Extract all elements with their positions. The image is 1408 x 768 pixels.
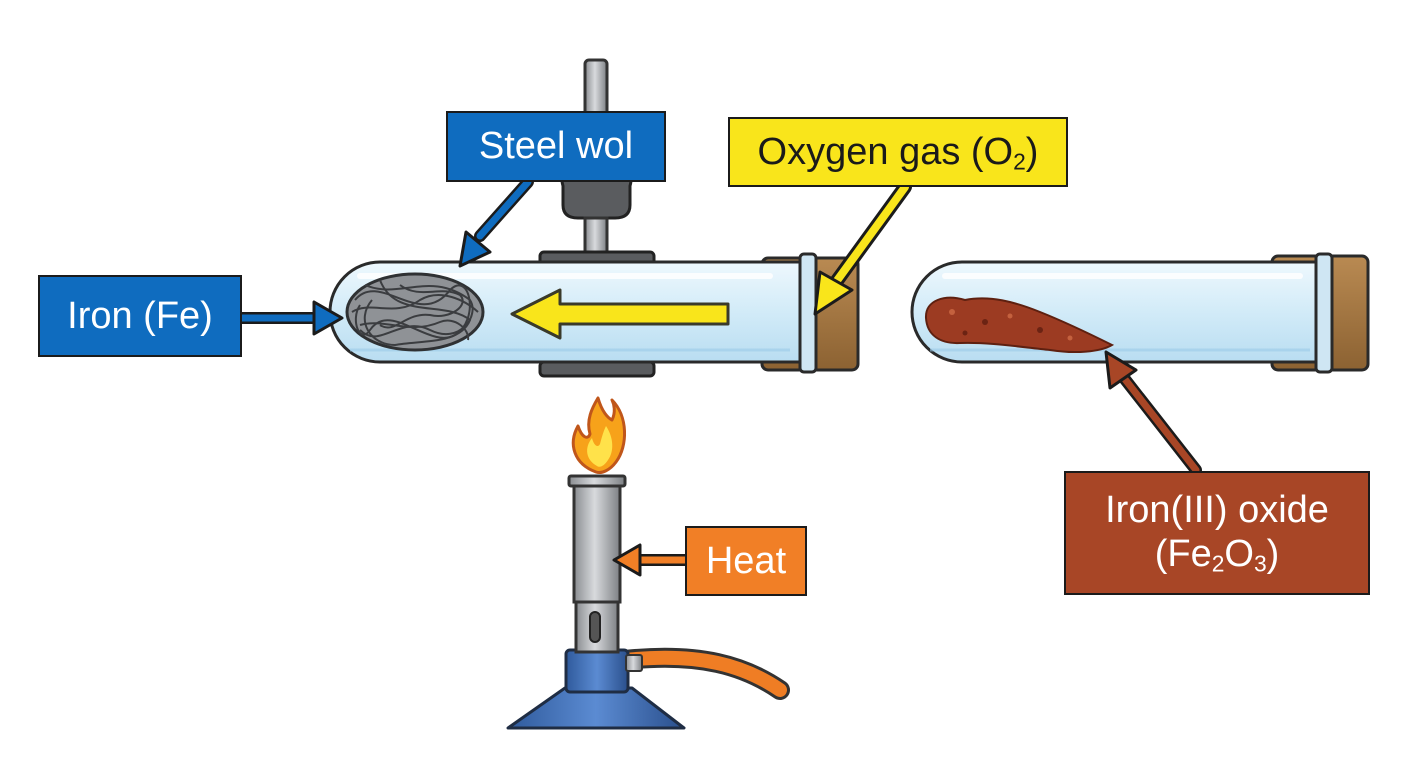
iron-oxide-pointer-arrow: [1104, 350, 1202, 476]
iron-oxide-formula: (Fe2O3): [1155, 533, 1280, 577]
iron-oxide-formula-mid: O: [1224, 533, 1254, 575]
oxygen-flow-arrow: [510, 288, 730, 340]
iron-label: Iron (Fe): [38, 275, 242, 357]
steel-wool: [345, 272, 485, 352]
iron-oxide-label-line1: Iron(III) oxide: [1105, 489, 1329, 532]
iron-pointer-arrow: [236, 300, 344, 336]
heat-pointer-arrow: [612, 543, 691, 577]
iron-label-text: Iron (Fe): [67, 294, 213, 337]
flame-icon: [571, 396, 627, 474]
oxygen-label-subscript: 2: [1013, 148, 1026, 175]
iron-oxide-label: Iron(III) oxide (Fe2O3): [1064, 471, 1370, 595]
oxygen-pointer-arrow: [813, 180, 912, 316]
heat-label: Heat: [685, 526, 807, 596]
steel-wool-pointer-arrow: [458, 176, 534, 268]
iron-oxide-formula-sub1: 2: [1211, 550, 1225, 577]
bunsen-burner: [506, 474, 790, 730]
oxygen-label-text: Oxygen gas (O2): [758, 131, 1039, 174]
iron-oxide-formula-open: (Fe: [1154, 533, 1212, 575]
steel-wool-label-text: Steel wol: [478, 125, 634, 167]
iron-oxide-formula-close: ): [1266, 533, 1280, 575]
iron-oxide-formula-sub2: 3: [1253, 550, 1267, 577]
heat-label-text: Heat: [705, 539, 787, 582]
oxygen-gas-label: Oxygen gas (O2): [728, 117, 1068, 187]
iron-oxide-powder: [924, 296, 1115, 354]
oxygen-label-prefix: Oxygen gas (O: [757, 130, 1014, 173]
oxygen-label-suffix: ): [1025, 130, 1039, 173]
steel-wool-label: Steel wol: [446, 111, 666, 182]
